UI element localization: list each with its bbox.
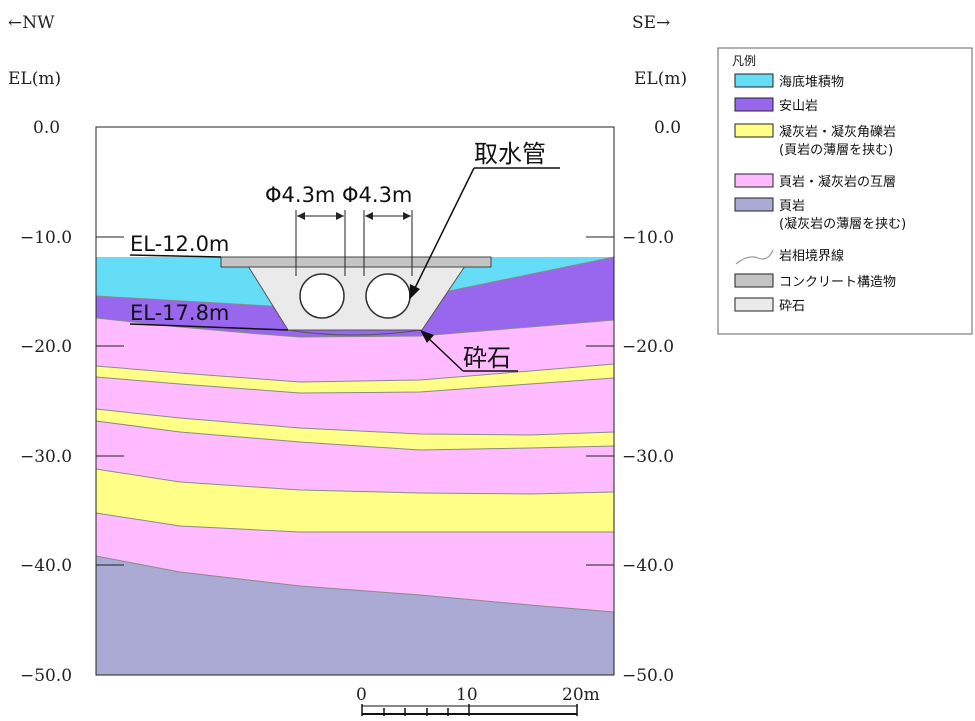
gravel-label: 砕石 [463, 344, 511, 372]
legend-swatch-andesite [734, 97, 774, 112]
left-tick-label: 0.0 [33, 118, 60, 138]
right-tick-label: −30.0 [622, 447, 674, 467]
concrete-slab [220, 256, 492, 268]
left-tick-label: −30.0 [20, 447, 72, 467]
gravel-arrowhead [420, 330, 434, 343]
el-bottom-underline [129, 323, 289, 331]
scale-bar: 0 10 20m [356, 685, 600, 716]
intake-pipe-arrowhead [409, 284, 420, 300]
layer-tuff-middle [96, 409, 614, 450]
gravel-leader [425, 335, 464, 372]
legend-title: 凡例 [732, 54, 756, 68]
legend-sublabel-tuff: (頁岩の薄層を挟む) [779, 143, 893, 158]
dimension-arrowheads [297, 212, 411, 220]
legend-label-concrete: コンクリート構造物 [779, 275, 896, 290]
layer-tuff-lower [96, 469, 614, 532]
right-tick-label: −10.0 [622, 228, 674, 248]
legend-swatch-shale [734, 197, 774, 212]
layer-tuff-upper [96, 364, 614, 393]
legend-label-tuff: 凝灰岩・凝灰角礫岩 [779, 124, 896, 140]
right-tick-label: 0.0 [654, 118, 681, 138]
left-axis-unit-label: EL(m) [8, 69, 61, 89]
el-bottom-label: EL-17.8m [130, 301, 229, 325]
layer-shale [96, 556, 614, 675]
legend-label-andesite: 安山岩 [779, 99, 818, 114]
intake-pipe-label: 取水管 [474, 140, 546, 168]
layer-shale-tuff-alternation-middle [96, 421, 614, 494]
intake-pipe-right [365, 273, 411, 319]
scale-label-10: 10 [456, 685, 478, 705]
intake-pipe-leader [413, 167, 475, 291]
direction-nw-label: ←NW [8, 13, 55, 33]
el-top-underline [129, 254, 222, 258]
legend-sublabel-shale: (凝灰岩の薄層を挟む) [779, 216, 906, 232]
legend-swatch-gravel [734, 297, 774, 312]
right-tick-label: −20.0 [622, 337, 674, 357]
right-tick-label: −50.0 [622, 666, 674, 686]
legend-swatch-tuff [734, 123, 774, 138]
left-tick-label: −20.0 [20, 337, 72, 357]
intake-pipe-left [299, 273, 345, 319]
left-tick-label: −40.0 [20, 556, 72, 576]
right-tick-label: −40.0 [622, 556, 674, 576]
scale-label-20m: 20m [562, 685, 600, 705]
legend-label-seabed: 海底堆積物 [779, 74, 844, 90]
pipe-diameter-label-left: Φ4.3m [265, 183, 335, 207]
legend-label-shale-alternation: 頁岩・凝灰岩の互層 [779, 174, 896, 190]
legend-label-gravel: 砕石 [779, 299, 805, 314]
gravel-lower-edge [287, 329, 423, 336]
section-border [95, 126, 615, 676]
legend-boundary-line-sample [735, 249, 774, 265]
el-top-label: EL-12.0m [130, 232, 229, 256]
layer-shale-tuff-alternation-top [96, 318, 614, 382]
left-tick-label: −50.0 [20, 666, 72, 686]
legend: 凡例 海底堆積物 安山岩 凝灰岩・凝灰角礫岩 (頁岩の薄層を挟む) 頁岩・凝灰岩… [717, 47, 973, 335]
right-axis-unit-label: EL(m) [634, 69, 687, 89]
legend-label-boundary: 岩相境界線 [779, 248, 844, 264]
legend-swatch-concrete [734, 273, 774, 288]
layer-andesite [96, 257, 614, 337]
legend-frame [717, 47, 973, 335]
legend-label-shale: 頁岩 [779, 199, 805, 214]
layer-shale-tuff-alternation-deep [96, 513, 614, 612]
legend-swatch-shale-alternation [734, 173, 774, 188]
legend-swatch-seabed [734, 73, 774, 88]
facies-boundary-lines [95, 256, 615, 613]
layer-shale-tuff-alternation-upper [96, 377, 614, 435]
elevation-ticks [96, 126, 614, 676]
pipe-diameter-label-right: Φ4.3m [342, 183, 412, 207]
scale-label-0: 0 [356, 685, 367, 705]
left-tick-label: −10.0 [20, 228, 72, 248]
direction-se-label: SE→ [632, 13, 670, 33]
